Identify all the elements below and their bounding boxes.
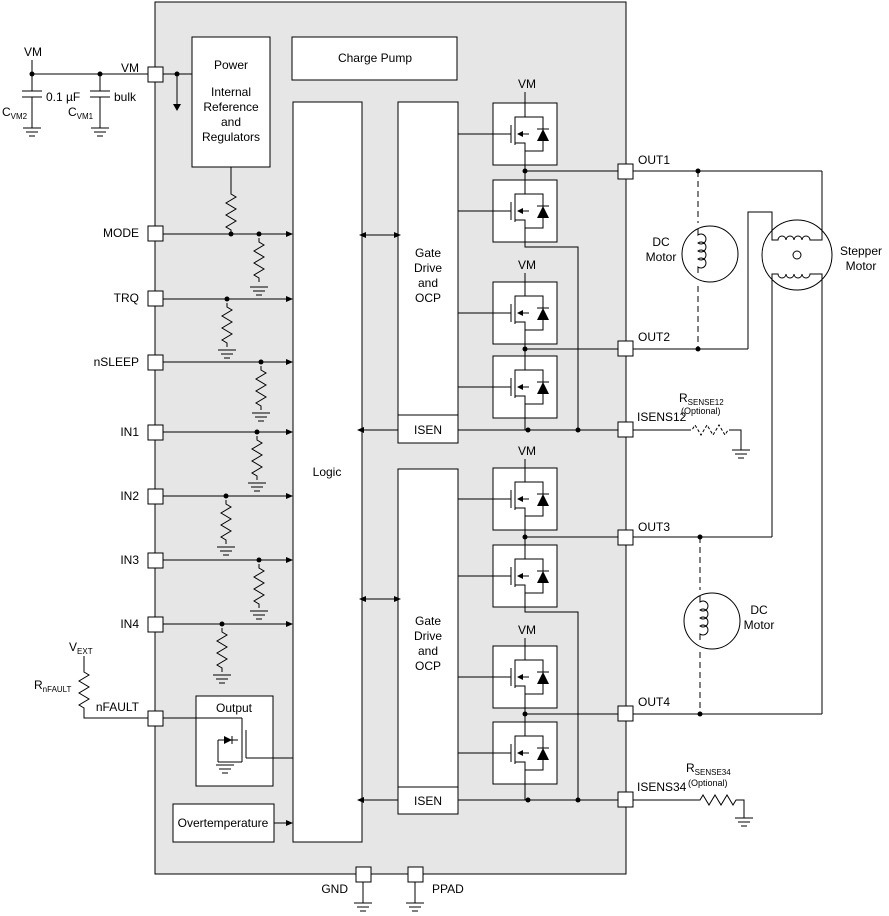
- pin-mode: [147, 225, 164, 242]
- dc-motor-2-symbol: [683, 592, 741, 650]
- vm-rail-label: VM: [518, 77, 536, 91]
- pin-label-trq: TRQ: [114, 291, 139, 305]
- pin-label-isens12: ISENS12: [637, 410, 687, 424]
- power-label: Power: [214, 58, 248, 72]
- pin-isens12: [617, 421, 634, 438]
- pin-label-nfault: nFAULT: [96, 700, 140, 714]
- charge-pump-label: Charge Pump: [338, 51, 412, 65]
- vm-rail-label: VM: [518, 623, 536, 637]
- rnfault-label: R: [34, 678, 43, 692]
- stepper-motor-symbol: [761, 219, 833, 291]
- svg-text:CVM2: CVM2: [2, 105, 28, 121]
- cap-value-label: 0.1 µF: [46, 90, 80, 104]
- logic-label: Logic: [313, 465, 342, 479]
- power-label: Regulators: [202, 130, 260, 144]
- svg-text:RnFAULT: RnFAULT: [34, 678, 72, 694]
- pin-isens34: [617, 791, 634, 808]
- power-label: Internal: [211, 85, 251, 99]
- pin-in4: [147, 616, 164, 633]
- isen-label: ISEN: [414, 423, 442, 437]
- pin-ppad: [407, 866, 424, 883]
- gate-drive-label: and: [418, 276, 438, 290]
- pin-out2: [617, 340, 634, 357]
- pin-label-in1: IN1: [120, 425, 139, 439]
- dc-motor-2-label: Motor: [744, 618, 775, 632]
- pin-in3: [147, 552, 164, 569]
- stepper-motor-label: Motor: [846, 259, 877, 273]
- output-label: Output: [216, 701, 253, 715]
- gate-drive-label: Gate: [415, 246, 441, 260]
- gate-drive-label: Gate: [415, 614, 441, 628]
- pin-out3: [617, 529, 634, 546]
- gate-drive-block-34: [397, 468, 459, 815]
- svg-text:CVM1: CVM1: [68, 105, 94, 121]
- gate-drive-label: Drive: [414, 629, 442, 643]
- pin-label-mode: MODE: [103, 226, 139, 240]
- dc-motor-1-symbol: [681, 225, 739, 283]
- dc-motor-1-label: DC: [652, 235, 670, 249]
- optional-label: (Optional): [681, 406, 721, 416]
- vm-rail-label: VM: [518, 444, 536, 458]
- rsense12-label: R: [679, 391, 688, 405]
- pin-label-out1: OUT1: [638, 153, 670, 167]
- stepper-motor-label: Stepper: [840, 244, 882, 258]
- svg-text:VEXT: VEXT: [69, 640, 93, 656]
- pin-trq: [147, 290, 164, 307]
- dc-motor-2-label: DC: [750, 603, 768, 617]
- cvm2-label: C: [2, 105, 11, 119]
- gate-drive-label: OCP: [415, 659, 441, 673]
- pin-gnd: [355, 866, 372, 883]
- pin-label-out2: OUT2: [638, 330, 670, 344]
- pin-label-in4: IN4: [120, 617, 139, 631]
- power-label: and: [221, 115, 241, 129]
- pin-vm: [147, 66, 164, 83]
- pin-label-out3: OUT3: [638, 520, 670, 534]
- overtemperature-label: Overtemperature: [178, 816, 269, 830]
- pin-label-gnd: GND: [321, 882, 348, 896]
- output-block: [195, 695, 274, 787]
- vm-rail-label: VM: [518, 258, 536, 272]
- pin-label-isens34: ISENS34: [637, 780, 687, 794]
- power-block: [191, 36, 271, 168]
- svg-text:RSENSE12: RSENSE12: [679, 391, 724, 407]
- pin-label-in3: IN3: [120, 553, 139, 567]
- pin-out4: [617, 705, 634, 722]
- power-label: Reference: [203, 100, 259, 114]
- vm-supply-label: VM: [24, 45, 42, 59]
- vext-label: V: [69, 640, 77, 654]
- rsense34-label: R: [686, 761, 695, 775]
- optional-label: (Optional): [688, 778, 728, 788]
- isen-label: ISEN: [414, 794, 442, 808]
- gate-drive-block-12: [397, 101, 459, 444]
- gate-drive-label: and: [418, 644, 438, 658]
- pin-label-ppad: PPAD: [432, 882, 464, 896]
- logic-block: [292, 101, 363, 843]
- cap-bulk-label: bulk: [114, 90, 137, 104]
- pin-nfault: [147, 710, 164, 727]
- pin-label-out4: OUT4: [638, 695, 670, 709]
- pin-in2: [147, 488, 164, 505]
- gate-drive-label: OCP: [415, 291, 441, 305]
- gate-drive-label: Drive: [414, 261, 442, 275]
- dc-motor-1-label: Motor: [646, 250, 677, 264]
- overtemperature-block: [172, 803, 275, 843]
- svg-text:RSENSE34: RSENSE34: [686, 761, 731, 777]
- charge-pump-block: [291, 36, 458, 81]
- pin-label-in2: IN2: [120, 489, 139, 503]
- pin-out1: [617, 163, 634, 180]
- cvm1-label: C: [68, 105, 77, 119]
- pin-in1: [147, 424, 164, 441]
- pin-label-nsleep: nSLEEP: [94, 355, 139, 369]
- pin-nsleep: [147, 354, 164, 371]
- pin-label-vm: VM: [121, 61, 139, 75]
